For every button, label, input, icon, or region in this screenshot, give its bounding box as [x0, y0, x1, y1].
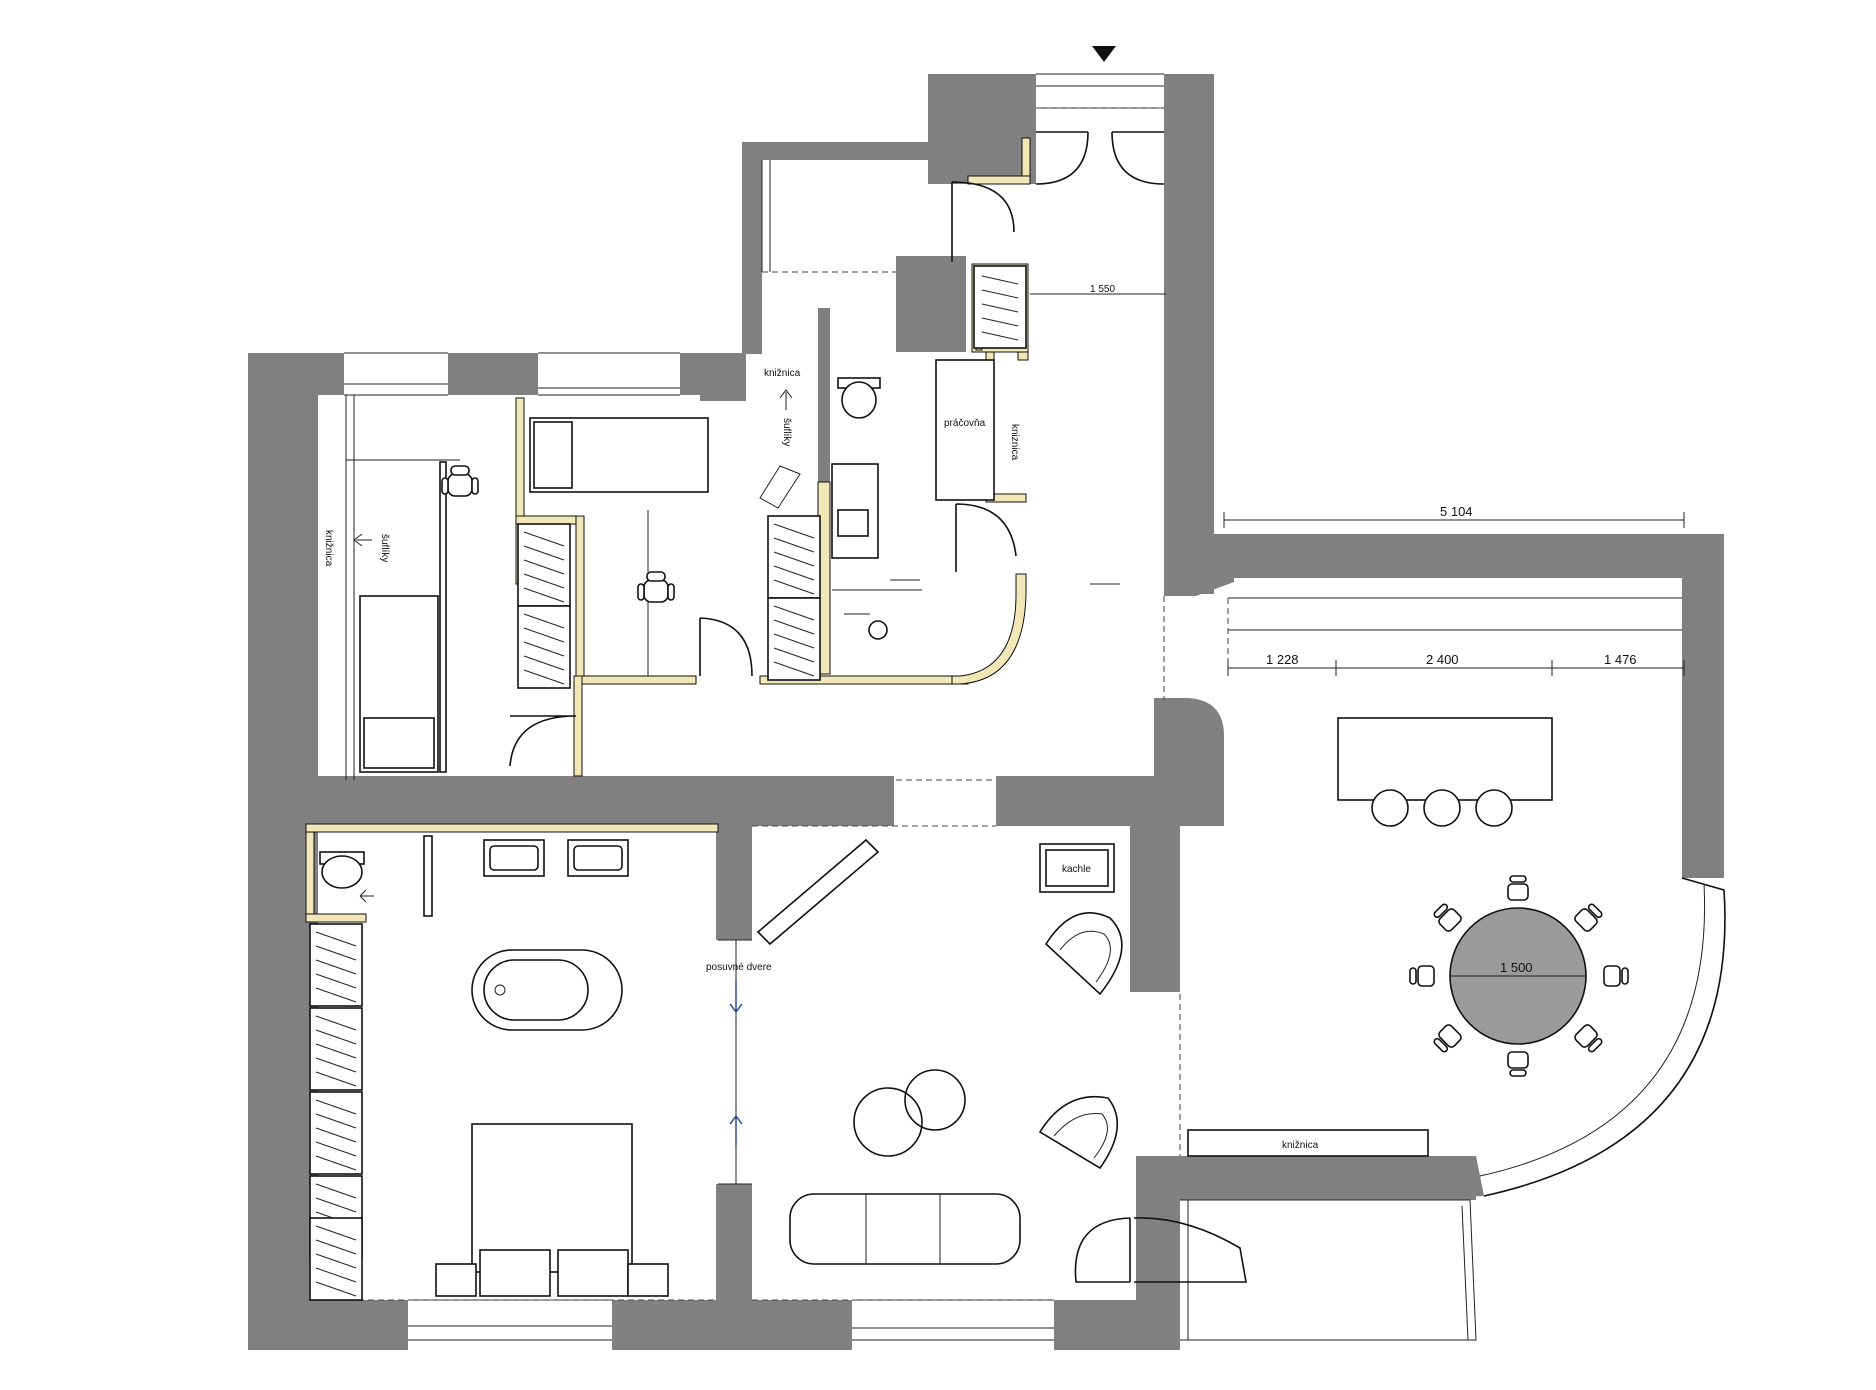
dimension-2400: 2 400: [1426, 652, 1459, 667]
bathtub-icon: [471, 949, 623, 1031]
dimension-1550: 1 550: [1090, 284, 1115, 295]
chair-icon: [441, 465, 479, 497]
furniture: [309, 265, 1629, 1301]
walls: [248, 74, 1724, 1350]
armchair-icon: [1038, 911, 1123, 1170]
bed-icon: [435, 1123, 669, 1297]
label-kniznica-bottom: knižnica: [1282, 1140, 1319, 1151]
label-kachle: kachle: [1062, 864, 1091, 875]
toilet-icon: [837, 377, 881, 419]
label-vertical-small: kniznica: [1009, 424, 1020, 461]
sink-icon: [483, 839, 629, 877]
toilet-icon: [319, 851, 365, 889]
entrance-arrow-icon: [1092, 46, 1116, 62]
label-kniznica-top: knižnica: [764, 368, 801, 379]
dimension-1476: 1 476: [1604, 652, 1637, 667]
dimension-lines: [1030, 293, 1685, 676]
label-kniznica-left: knižnica: [323, 530, 334, 567]
interior-lines: [318, 181, 1247, 1301]
sofa-icon: [789, 1193, 1021, 1265]
dining-table-icon: [1409, 875, 1629, 1077]
dimension-1228: 1 228: [1266, 652, 1299, 667]
label-tufiky-left: šuflíky: [379, 534, 390, 562]
label-pracovna: práčovňa: [944, 418, 986, 429]
wardrobe-icon: [517, 523, 571, 607]
dimension-5104: 5 104: [1440, 504, 1473, 519]
label-tufiky-top: šuflíky: [781, 418, 792, 446]
label-posuvne-dvere: posuvné dvere: [706, 962, 772, 973]
text-labels: knižnica šuflíky práčovňa kniznica knižn…: [323, 284, 1637, 1151]
entrance: [1035, 46, 1165, 185]
dimension-1500: 1 500: [1500, 960, 1533, 975]
chair-icon: [637, 571, 675, 603]
